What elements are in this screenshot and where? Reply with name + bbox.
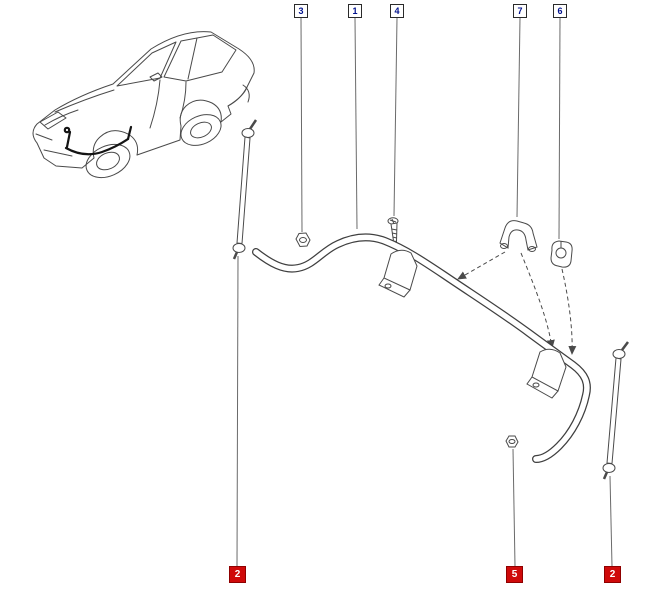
callout-label: 5 — [511, 568, 518, 580]
callout-part-1[interactable]: 1 — [348, 4, 362, 18]
stabilizer-link-left — [232, 119, 258, 260]
callout-part-3[interactable]: 3 — [294, 4, 308, 18]
bracket-part-7 — [499, 220, 538, 252]
bar-clamp-center — [378, 249, 418, 298]
nut-part-5 — [505, 435, 519, 448]
callout-label: 3 — [298, 5, 304, 16]
callout-label: 6 — [557, 5, 563, 16]
callout-part-5[interactable]: 5 — [506, 566, 523, 583]
leader-lines — [236, 17, 613, 567]
callout-label: 1 — [352, 5, 358, 16]
stabilizer-bar — [252, 233, 591, 463]
bar-clamp-right — [526, 348, 567, 399]
callout-label: 2 — [234, 568, 241, 580]
nut-part-3 — [295, 232, 311, 248]
assembly-guide-lines — [457, 251, 577, 355]
callout-part-7[interactable]: 7 — [513, 4, 527, 18]
callout-part-6[interactable]: 6 — [553, 4, 567, 18]
callout-part-2-right[interactable]: 2 — [604, 566, 621, 583]
screw-part-4 — [387, 217, 399, 243]
bushing-part-6 — [550, 240, 573, 268]
callout-label: 7 — [517, 5, 523, 16]
callout-part-2-left[interactable]: 2 — [229, 566, 246, 583]
car-stabilizer-highlight — [63, 125, 133, 156]
car-illustration — [32, 31, 255, 179]
stabilizer-link-right — [602, 341, 629, 480]
callout-part-4[interactable]: 4 — [390, 4, 404, 18]
callout-label: 4 — [394, 5, 400, 16]
callout-label: 2 — [609, 568, 616, 580]
